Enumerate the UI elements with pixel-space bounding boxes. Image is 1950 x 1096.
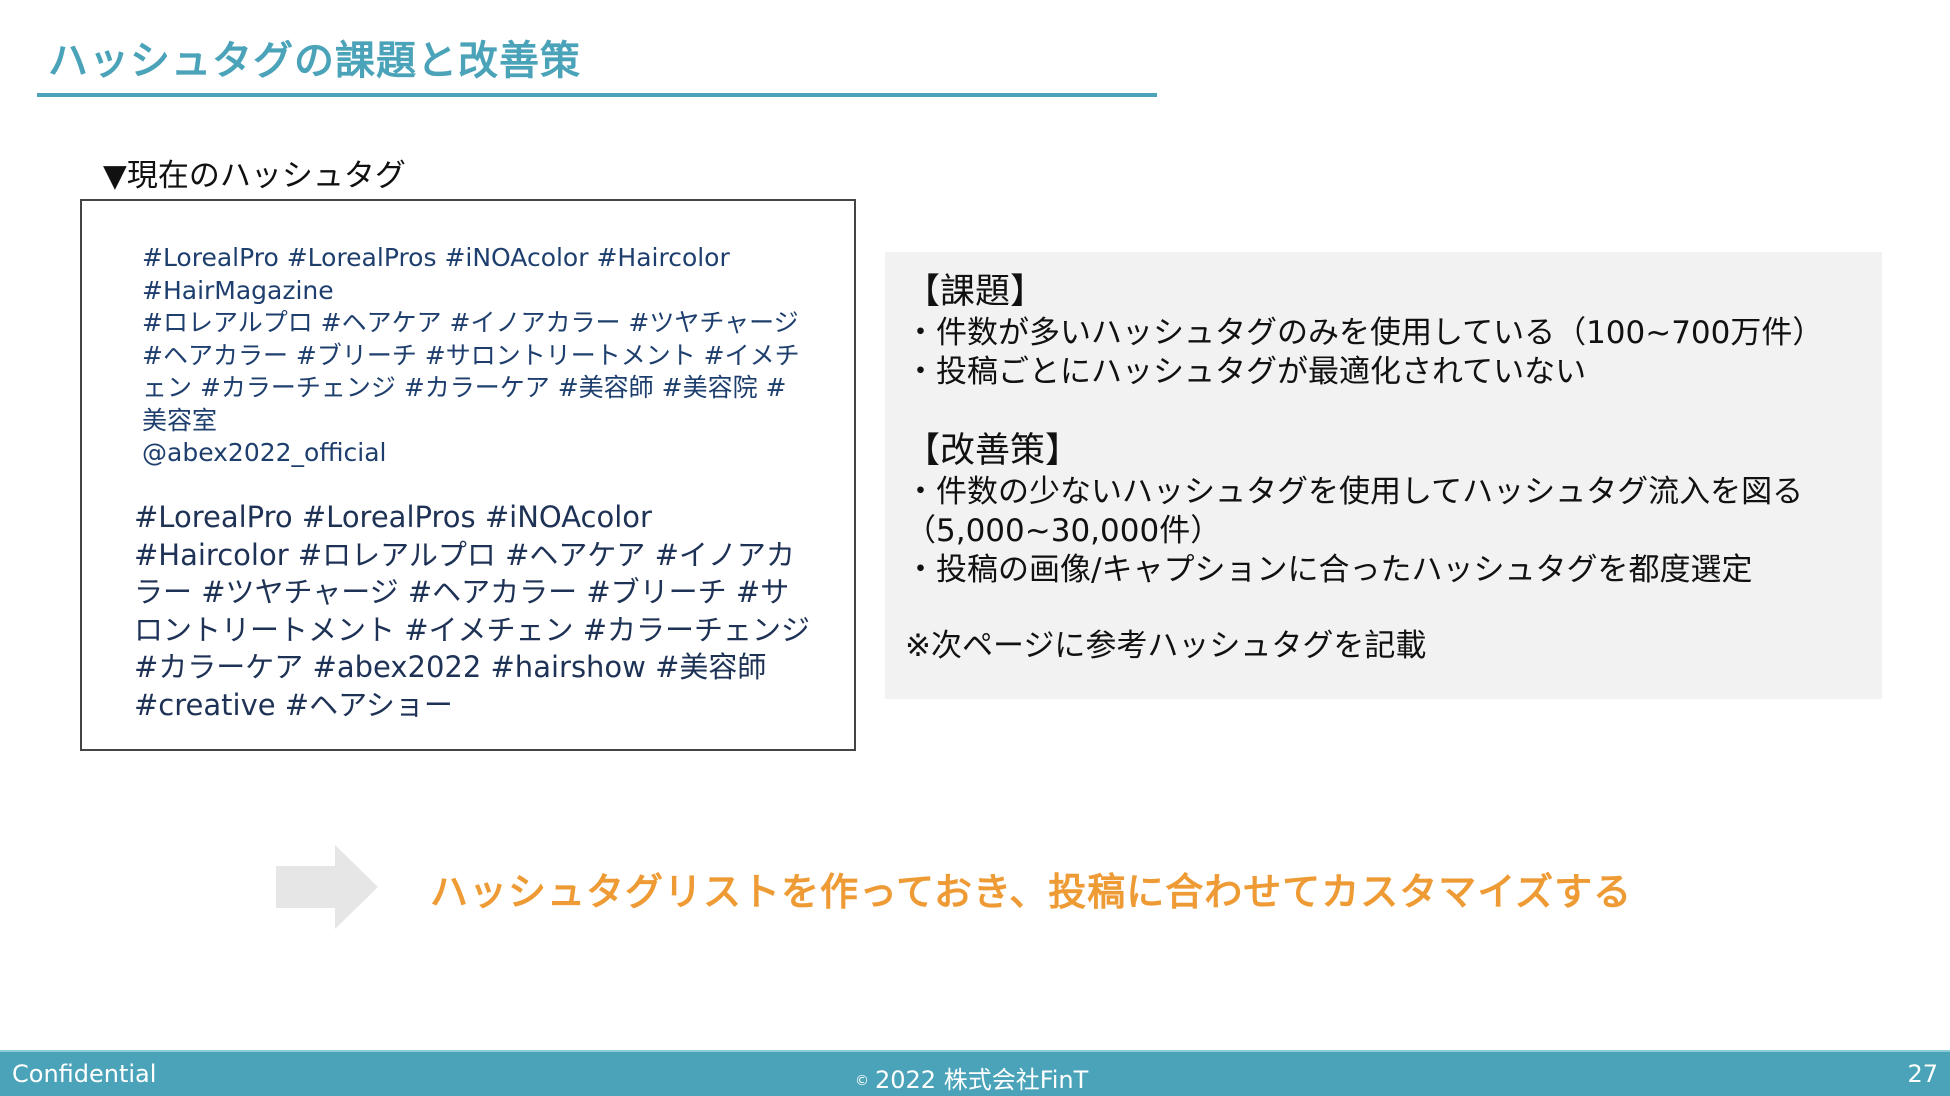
page-number: 27 [1907, 1060, 1938, 1088]
footer-bar: Confidential © 2022 株式会社FinT 27 [0, 1050, 1950, 1096]
hashtag-set-a-english: #LorealPro #LorealPros #iNOAcolor #Hairc… [142, 243, 730, 305]
improvement-item: ・投稿の画像/キャプションに合ったハッシュタグを都度選定 [905, 552, 1753, 588]
improvements-heading: 【改善策】 [905, 431, 1081, 471]
copyright-text: 2022 株式会社FinT [875, 1066, 1089, 1094]
issue-item: ・件数が多いハッシュタグのみを使用している（100~700万件） [905, 315, 1824, 351]
improvement-item: ・件数の少ないハッシュタグを使用してハッシュタグ流入を図る [905, 474, 1804, 510]
issue-item: ・投稿ごとにハッシュタグが最適化されていない [905, 354, 1587, 390]
issues-heading: 【課題】 [905, 272, 1046, 312]
hashtag-set-a-account: @abex2022_official [142, 438, 387, 467]
current-hashtags-label: ▼現在のハッシュタグ [103, 158, 406, 194]
right-arrow-icon [276, 845, 378, 929]
slide-title: ハッシュタグの課題と改善策 [48, 38, 581, 84]
analysis-panel: 【課題】 ・件数が多いハッシュタグのみを使用している（100~700万件） ・投… [885, 252, 1882, 699]
hashtag-set-a-japanese: #ロレアルプロ #ヘアケア #イノアカラー #ツヤチャージ #ヘアカラー #ブリ… [142, 308, 800, 435]
hashtag-set-b: #LorealPro #LorealPros #iNOAcolor #Hairc… [134, 500, 811, 722]
title-underline [37, 93, 1157, 97]
conclusion-text: ハッシュタグリストを作っておき、投稿に合わせてカスタマイズする [430, 870, 1633, 914]
confidential-label: Confidential [12, 1060, 157, 1088]
hashtag-set-a: #LorealPro #LorealPros #iNOAcolor #Hairc… [142, 242, 802, 470]
current-hashtags-box: #LorealPro #LorealPros #iNOAcolor #Hairc… [80, 199, 856, 751]
improvement-item: （5,000~30,000件） [905, 513, 1222, 549]
reference-note: ※次ページに参考ハッシュタグを記載 [905, 628, 1427, 664]
copyright-symbol: © [855, 1073, 869, 1089]
copyright: © 2022 株式会社FinT [855, 1060, 1088, 1095]
